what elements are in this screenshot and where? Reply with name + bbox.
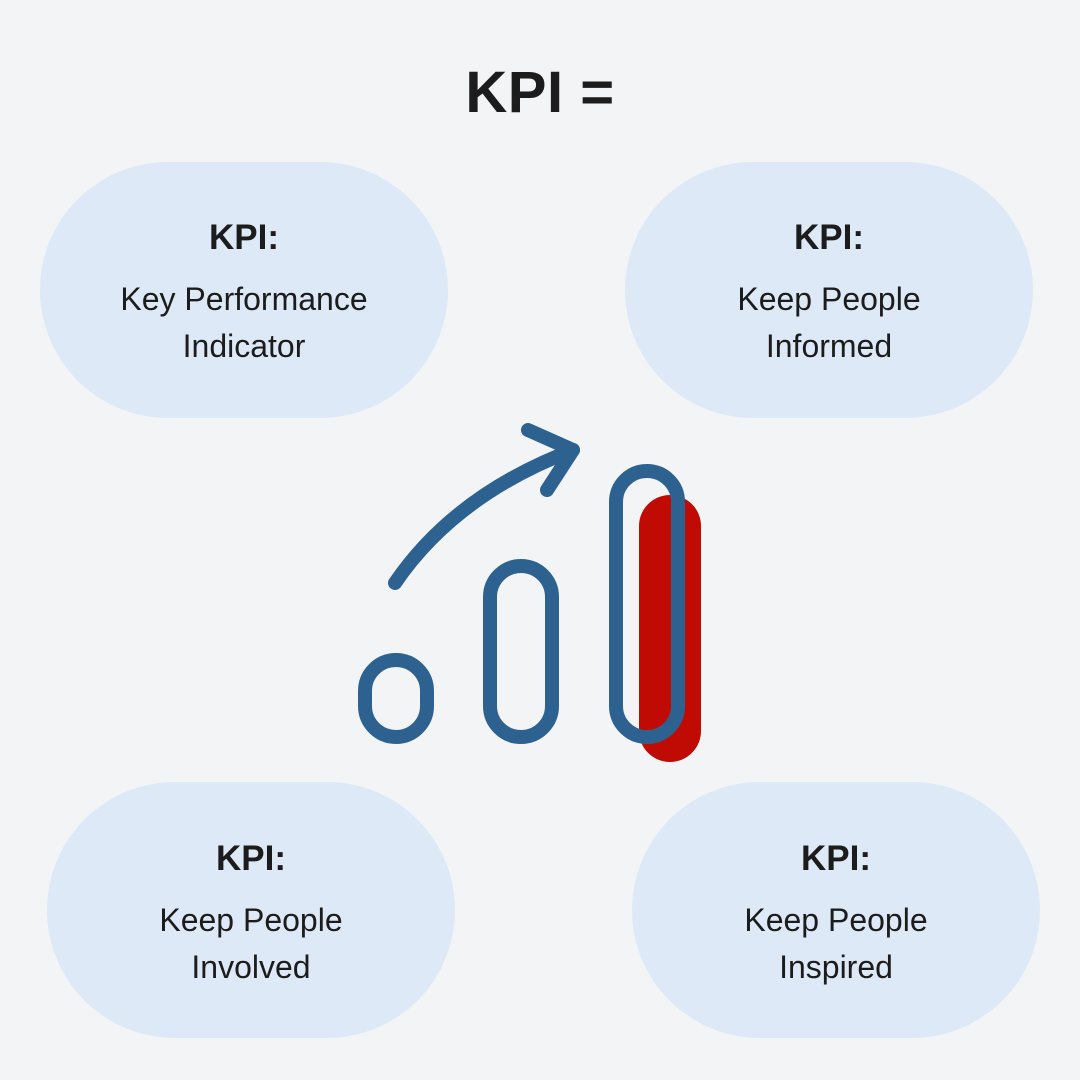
highlight-bar-shape — [639, 495, 701, 762]
small-bar-shape — [358, 653, 434, 744]
card-text: Keep People Informed — [737, 281, 921, 364]
growth-bar-chart-icon — [340, 410, 720, 780]
growth-arrow-icon — [388, 443, 580, 590]
kpi-card-key-performance-indicator: KPI: Key Performance Indicator — [40, 162, 448, 418]
card-heading: KPI: — [216, 839, 286, 878]
kpi-card-keep-people-informed: KPI: Keep People Informed — [625, 162, 1033, 418]
card-text: Keep People Inspired — [744, 902, 928, 985]
card-text: Keep People Involved — [159, 902, 343, 985]
card-text: Key Performance Indicator — [120, 281, 368, 364]
arrow-head-icon — [521, 423, 580, 497]
card-heading: KPI: — [801, 839, 871, 878]
page-title: KPI = — [465, 60, 615, 125]
kpi-card-keep-people-involved: KPI: Keep People Involved — [47, 782, 455, 1038]
card-heading: KPI: — [209, 218, 279, 257]
tall-bar-shape — [609, 464, 685, 744]
kpi-card-keep-people-inspired: KPI: Keep People Inspired — [632, 782, 1040, 1038]
medium-bar-shape — [483, 559, 559, 744]
card-heading: KPI: — [794, 218, 864, 257]
